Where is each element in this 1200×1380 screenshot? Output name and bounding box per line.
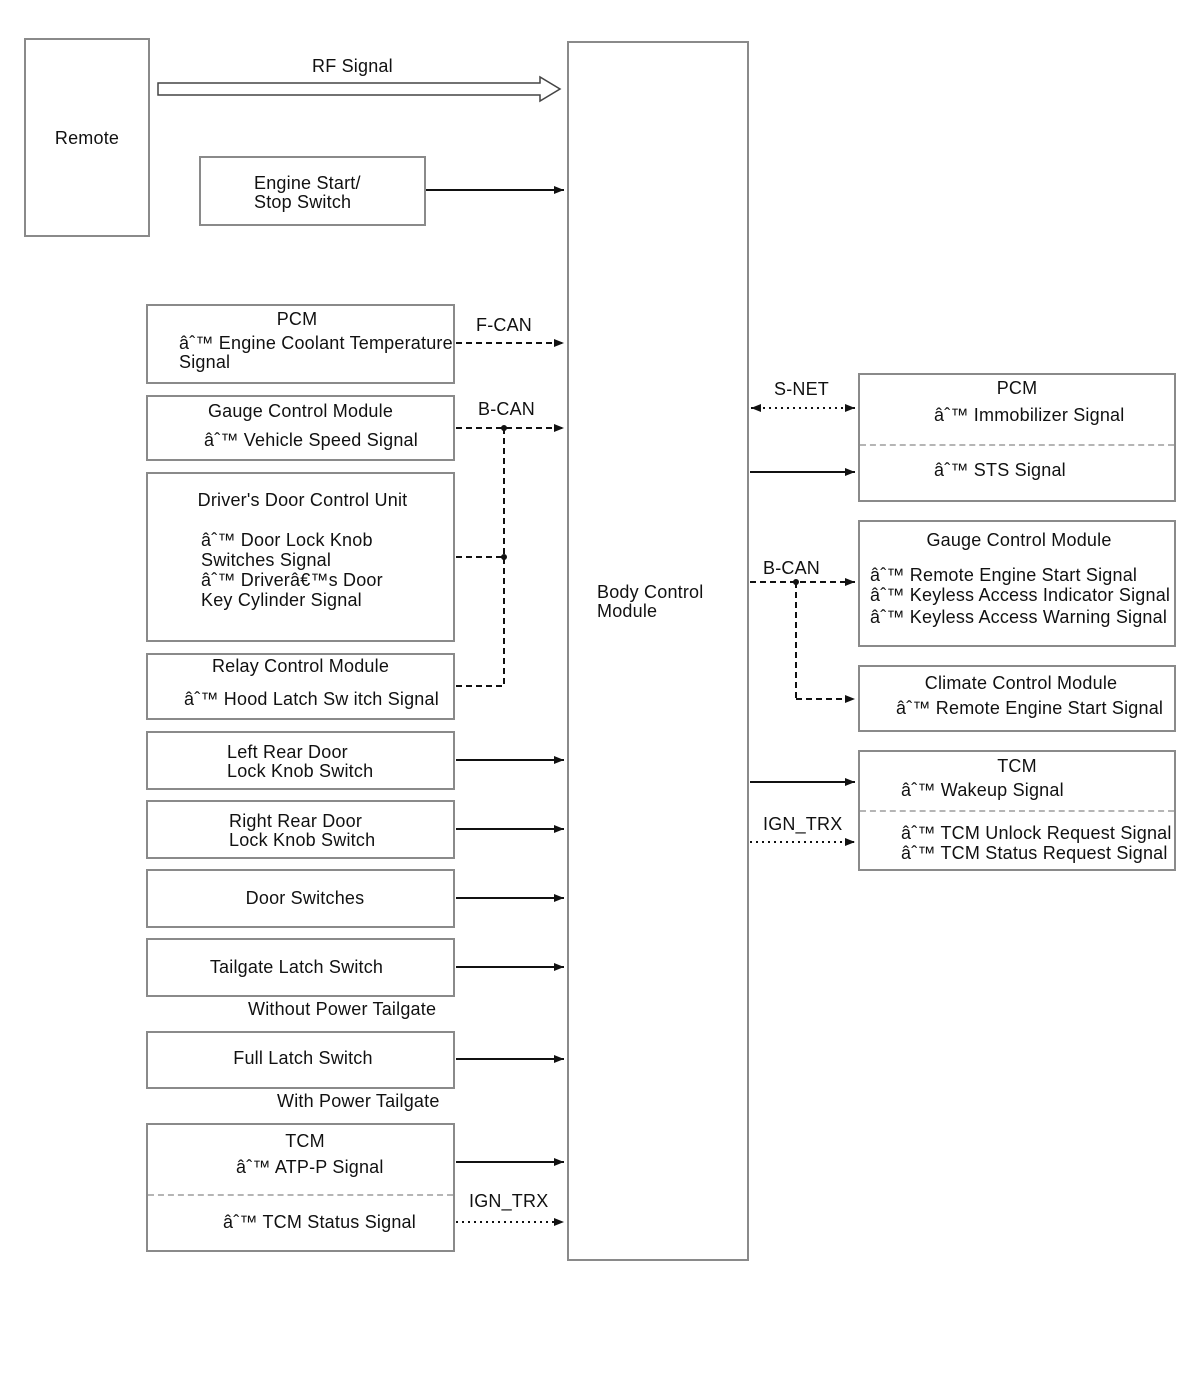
left-rear-line2: Lock Knob Switch [227, 761, 374, 781]
tcm-left-title: TCM [285, 1131, 325, 1151]
ign-trx-left-label: IGN_TRX [469, 1191, 549, 1211]
ign-trx-right-label: IGN_TRX [763, 814, 843, 834]
pcm-right-title: PCM [996, 378, 1038, 398]
engine-switch-box [199, 156, 426, 226]
bcan-left-label: B-CAN [478, 399, 536, 419]
gauge-right-title: Gauge Control Module [926, 530, 1112, 550]
gauge-right-line1: âˆ™ Remote Engine Start Signal [870, 565, 1138, 585]
tcm-right-line2: âˆ™ TCM Unlock Request Signal [901, 823, 1172, 843]
pcm-right-line1: âˆ™ Immobilizer Signal [934, 405, 1125, 425]
tcm-left-line2: âˆ™ TCM Status Signal [223, 1212, 416, 1232]
bcan-right-node [793, 579, 799, 585]
relay-title: Relay Control Module [211, 656, 390, 676]
door-switches-label: Door Switches [245, 888, 365, 908]
bcan-right-label: B-CAN [763, 558, 821, 578]
tcm-left-box [146, 1123, 455, 1252]
relay-box [146, 653, 455, 720]
gauge-right-line2: âˆ™ Keyless Access Indicator Signal [870, 585, 1171, 605]
right-rear-line1: Right Rear Door [229, 811, 363, 831]
tcm-left-separator [148, 1194, 453, 1196]
tcm-right-title: TCM [997, 756, 1037, 776]
snet-label: S-NET [774, 379, 829, 399]
pcm-right-line2: âˆ™ STS Signal [934, 460, 1066, 480]
bcm-line1: Body Control [597, 582, 704, 602]
driver-door-line3: âˆ™ Driverâ€™s Door [201, 570, 383, 590]
driver-door-box [146, 472, 455, 642]
engine-switch-line1: Engine Start/ [254, 173, 361, 193]
right-rear-line2: Lock Knob Switch [229, 830, 376, 850]
tailgate-note: Without Power Tailgate [248, 999, 437, 1019]
bcm-line2: Module [597, 601, 658, 621]
engine-switch-line2: Stop Switch [254, 192, 352, 212]
bcan-left-node [501, 425, 507, 431]
driver-door-line1: âˆ™ Door Lock Knob [201, 530, 373, 550]
gauge-left-line1: âˆ™ Vehicle Speed Signal [204, 430, 418, 450]
tcm-right-separator [860, 810, 1174, 812]
rf-signal-label: RF Signal [312, 56, 393, 76]
remote-label: Remote [54, 128, 120, 148]
gauge-right-line3: âˆ™ Keyless Access Warning Signal [870, 607, 1168, 627]
gauge-left-title: Gauge Control Module [207, 401, 394, 421]
driver-door-title: Driver's Door Control Unit [197, 490, 408, 510]
driver-door-node [501, 554, 507, 560]
right-rear-box [146, 800, 455, 859]
door-switches-box [146, 869, 455, 928]
driver-door-line2: Switches Signal [201, 550, 332, 570]
full-latch-note: With Power Tailgate [277, 1091, 440, 1111]
fcan-label: F-CAN [476, 315, 532, 335]
left-rear-box [146, 731, 455, 790]
climate-title: Climate Control Module [924, 673, 1118, 693]
gauge-right-box [858, 520, 1176, 647]
tcm-right-line3: âˆ™ TCM Status Request Signal [901, 843, 1168, 863]
full-latch-box [146, 1031, 455, 1089]
relay-line1: âˆ™ Hood Latch Sw itch Signal [184, 689, 439, 709]
climate-box [858, 665, 1176, 732]
tailgate-label: Tailgate Latch Switch [209, 957, 384, 977]
rf-signal-arrow [157, 75, 562, 103]
full-latch-label: Full Latch Switch [233, 1048, 373, 1068]
pcm-left-line2: Signal [179, 352, 231, 372]
pcm-left-title: PCM [276, 309, 318, 329]
left-rear-line1: Left Rear Door [227, 742, 348, 762]
pcm-left-box [146, 304, 455, 384]
tcm-left-line1: âˆ™ ATP-P Signal [236, 1157, 384, 1177]
body-control-module-box [567, 41, 749, 1261]
pcm-right-box [858, 373, 1176, 502]
tailgate-box [146, 938, 455, 997]
gauge-left-box [146, 395, 455, 461]
pcm-left-line1: âˆ™ Engine Coolant Temperature [179, 333, 453, 353]
tcm-right-line1: âˆ™ Wakeup Signal [901, 780, 1064, 800]
climate-line1: âˆ™ Remote Engine Start Signal [896, 698, 1164, 718]
driver-door-line4: Key Cylinder Signal [201, 590, 362, 610]
remote-box [24, 38, 150, 237]
pcm-right-separator [860, 444, 1174, 446]
